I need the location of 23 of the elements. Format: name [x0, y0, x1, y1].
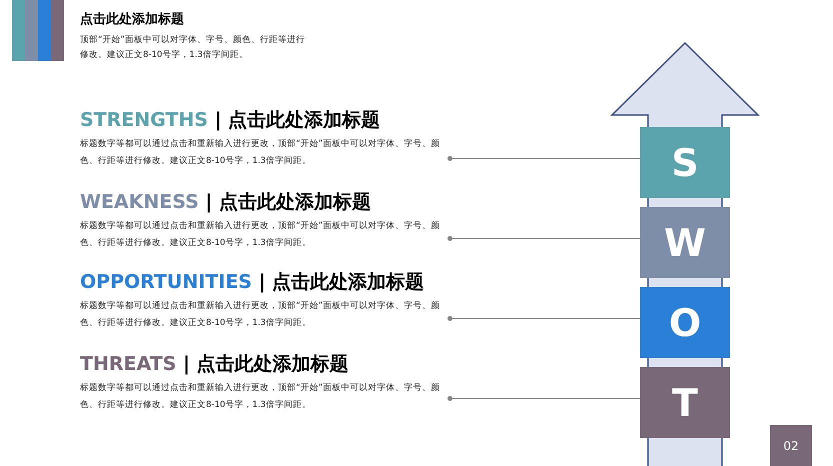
section-heading-en: OPPORTUNITIES	[80, 271, 252, 293]
subtitle-text: 顶部“开始”面板中可以对字体、字号、颜色、行距等进行修改。建议正文8-10号字，1.3倍字间距。	[80, 34, 306, 62]
letter-box: O	[640, 287, 730, 358]
section-heading: | 点击此处添加标题	[205, 191, 371, 213]
leader-line	[448, 156, 640, 161]
section-body: 标题数字等都可以通过点击和重新输入进行更改，顶部“开始”面板中可以对字体、字号、颜色、行距等进行修改。建议正文8-10号字，1.3倍字间距。	[80, 220, 440, 250]
section-heading-en: THREATS	[80, 353, 176, 375]
slide-title: 点击此处添加标题	[80, 11, 184, 28]
section-body: 标题数字等都可以通过点击和重新输入进行更改，顶部“开始”面板中可以对字体、字号、颜色、行距等进行修改。建议正文8-10号字，1.3倍字间距。	[80, 300, 440, 330]
letter-box: T	[640, 367, 730, 438]
section-heading: | 点击此处添加标题	[182, 353, 349, 375]
leader-line	[448, 316, 640, 321]
letter-box: W	[640, 207, 730, 278]
section-body: 标题数字等都可以通过点击和重新输入进行更改，顶部“开始”面板中可以对字体、字号、颜色、行距等进行修改。建议正文8-10号字，1.3倍字间距。	[80, 138, 440, 168]
page-number: 02	[770, 425, 812, 466]
letter-box: S	[640, 127, 730, 198]
section-body: 标题数字等都可以通过点击和重新输入进行更改，顶部“开始”面板中可以对字体、字号、颜色、行距等进行修改。建议正文8-10号字，1.3倍字间距。	[80, 382, 440, 412]
leader-line	[448, 396, 640, 401]
section-heading-en: WEAKNESS	[80, 191, 199, 213]
section-heading: | 点击此处添加标题	[214, 109, 380, 131]
section-heading-en: STRENGTHS	[80, 109, 208, 131]
leader-line	[448, 236, 640, 241]
section-heading: | 点击此处添加标题	[258, 271, 424, 293]
